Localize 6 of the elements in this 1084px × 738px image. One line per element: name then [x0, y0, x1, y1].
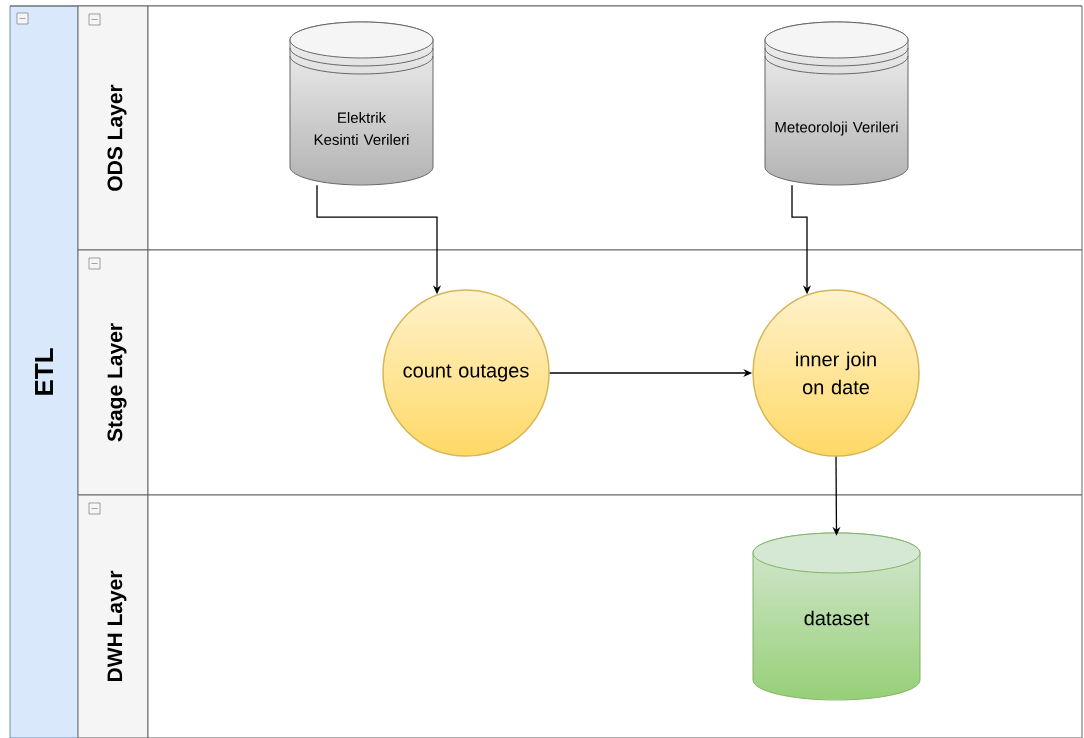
database-cylinder: Meteoroloji Verileri — [764, 21, 909, 186]
node-label: DWH Layer — [107, 570, 127, 682]
database-cylinder: Elektrik Kesinti Verileri — [289, 21, 434, 186]
node-label: Stage Layer — [107, 323, 127, 442]
node-label: ODS Layer — [107, 84, 127, 191]
database-cylinder: dataset — [752, 532, 921, 701]
